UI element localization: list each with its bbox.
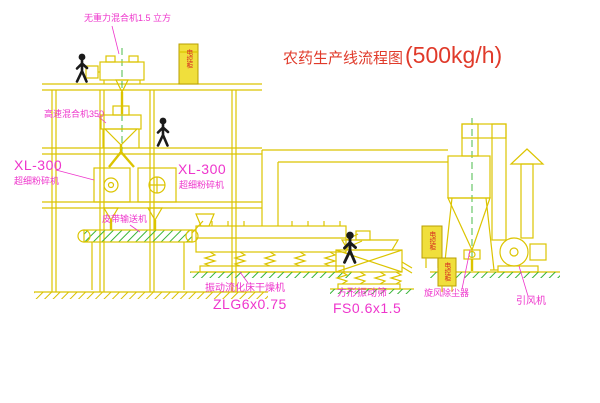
belt-conveyor — [77, 220, 204, 290]
label-gravity-mixer: 无重力混合机1.5 立方 — [84, 13, 172, 23]
pulverizer-left — [93, 167, 131, 230]
high-speed-mixer — [100, 105, 142, 168]
label-fan: 引风机 — [516, 296, 546, 307]
label-pulverizer-right-model: XL-300 — [178, 161, 227, 177]
cyclone-separator — [440, 123, 507, 271]
person-figure — [75, 52, 89, 83]
label-high-speed-mixer: 高速混合机350 — [44, 109, 105, 119]
label-cyclone: 旋风除尘器 — [424, 288, 470, 298]
label-pulverizer-left-name: 超细粉碎机 — [14, 176, 60, 186]
exhaust-duct — [261, 149, 448, 226]
label-dryer-name: 振动流化床干燥机 — [205, 283, 285, 294]
zero-gravity-mixer — [85, 55, 145, 114]
leader-lines — [55, 25, 529, 297]
control-cabinet-mid-text: 电控柜 — [427, 231, 435, 251]
label-belt-conveyor: 皮带输送机 — [102, 214, 148, 224]
label-pulverizer-left-model: XL-300 — [14, 157, 63, 173]
label-dryer-model: ZLG6x0.75 — [213, 296, 287, 312]
control-cabinet-mid — [421, 225, 443, 268]
control-cabinet-top — [178, 43, 199, 85]
label-pulverizer-right-name: 超细粉碎机 — [179, 180, 225, 190]
vibrating-screen — [330, 230, 414, 294]
control-cabinet-top-text: 电控柜 — [184, 49, 192, 69]
drawing-title-text: 农药生产线流程图 — [283, 50, 404, 67]
person-figure — [156, 116, 170, 147]
drawing-title: 农药生产线流程图 (500kg/h) — [283, 44, 502, 67]
fluid-bed-dryer — [190, 213, 363, 278]
centerlines — [121, 48, 473, 268]
building-frame — [34, 83, 268, 299]
control-cabinet-low — [437, 257, 457, 292]
drawing-title-capacity: (500kg/h) — [405, 42, 503, 68]
exhaust-stack — [509, 148, 545, 239]
label-screen-model: FS0.6x1.5 — [333, 300, 402, 316]
pulverizer-right — [137, 167, 177, 230]
control-cabinet-low-text: 电控柜 — [442, 262, 450, 282]
label-screen-name: 方形振动筛 — [337, 288, 387, 299]
